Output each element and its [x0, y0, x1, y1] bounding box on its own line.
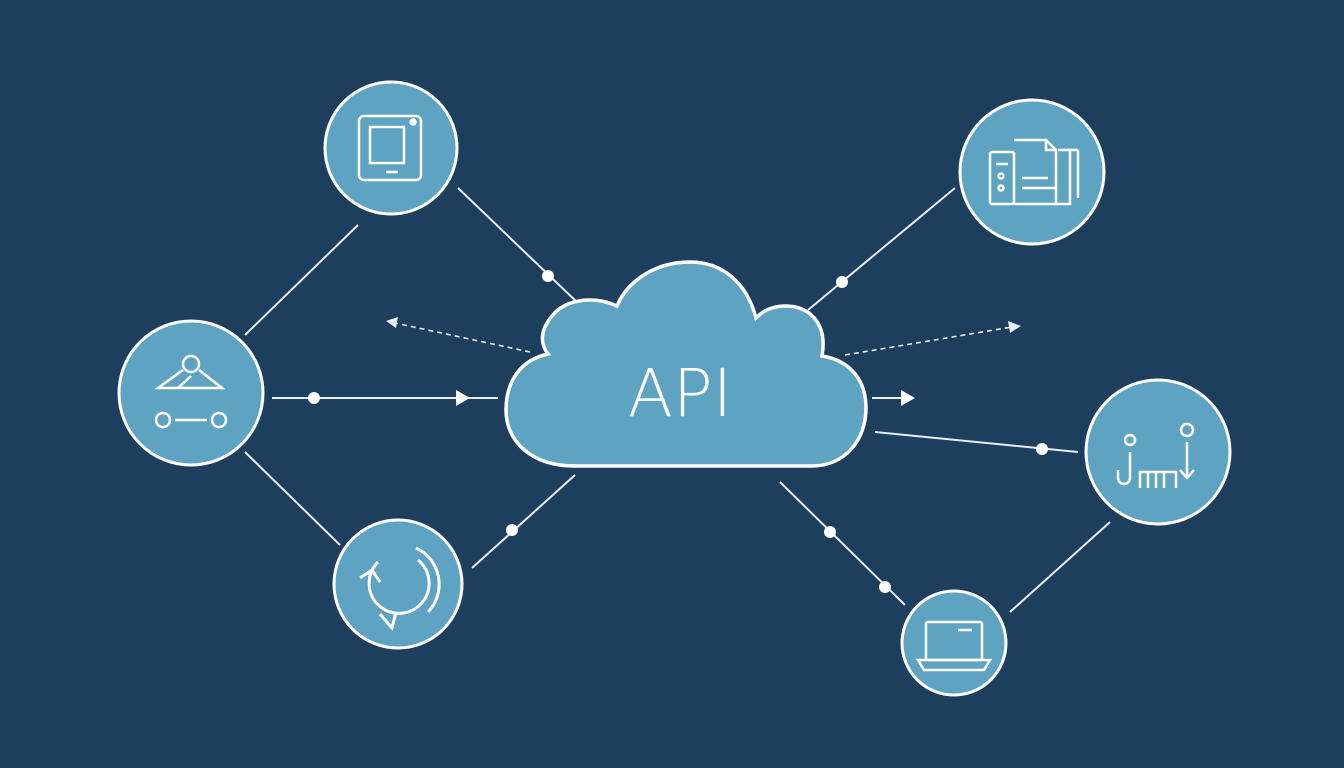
laptop-icon: [915, 620, 993, 672]
connector-dot: [836, 276, 848, 288]
connector-tablet-cloud: [457, 187, 581, 306]
arrowhead-right-icon: [1008, 321, 1021, 333]
connector-document-cloud: [807, 187, 956, 311]
tablet-node: [323, 80, 459, 216]
connector-dot: [1036, 443, 1048, 455]
arrowhead-left-icon: [386, 317, 398, 328]
connector-dot: [824, 526, 836, 538]
connector-hooks-laptop: [1009, 521, 1111, 613]
dashed-arrow-heads: [386, 317, 1021, 333]
connector-markers: [308, 270, 1048, 593]
connector-arrowhead-icon: [901, 390, 915, 406]
connector-dot: [542, 270, 554, 282]
connector-dot: [506, 524, 518, 536]
document-icon: [988, 138, 1080, 206]
connector-dot: [308, 392, 320, 404]
dashed-arrow-left: [394, 322, 531, 353]
cloud-shape: [504, 260, 868, 468]
refresh-node: [332, 518, 464, 650]
refresh-icon: [359, 546, 441, 632]
api-cloud-hub: API: [504, 260, 868, 468]
connector-refresh-cloud: [471, 474, 576, 569]
dashed-arrows: [394, 322, 1013, 356]
document-node: [958, 98, 1106, 246]
hooks-icon: [1116, 422, 1195, 488]
tablet-icon: [357, 114, 423, 182]
connector-network-refresh: [244, 451, 341, 546]
hooks-node: [1084, 378, 1232, 526]
dashed-arrow-right: [844, 326, 1013, 356]
hub-label: API: [628, 355, 732, 432]
laptop-node: [900, 589, 1008, 697]
connector-dot: [879, 581, 891, 593]
connector-tablet-network: [244, 224, 359, 336]
network-node: [117, 319, 265, 467]
network-icon: [154, 354, 228, 429]
connector-arrowhead-icon: [456, 390, 470, 406]
